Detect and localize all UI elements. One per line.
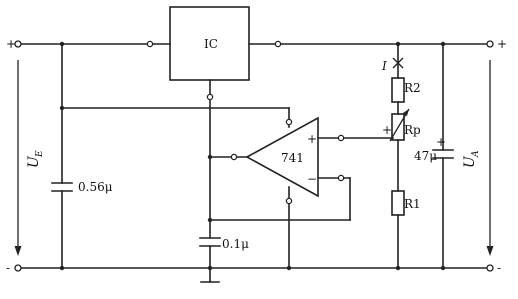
- svg-text:A: A: [471, 150, 481, 158]
- potentiometer-rp: [391, 113, 405, 141]
- input-plus-label: +: [6, 37, 16, 51]
- connection-points: [146, 40, 345, 205]
- bypass-capacitor: [199, 237, 221, 247]
- input-capacitor-label: 0.56μ: [78, 180, 113, 194]
- opamp-label: 741: [281, 151, 304, 165]
- input-capacitor: [51, 182, 73, 192]
- wires: [17, 43, 491, 283]
- potentiometer-rp-label: Rp: [404, 123, 421, 137]
- svg-text:U: U: [26, 155, 42, 168]
- current-label: I: [381, 59, 387, 73]
- resistor-r2-label: R2: [404, 81, 421, 95]
- opamp-minus-sign: −: [307, 172, 317, 186]
- input-terminal-positive: [14, 40, 22, 48]
- output-capacitor: [432, 149, 454, 159]
- input-terminal-negative: [14, 264, 22, 272]
- ic-label: IC: [204, 37, 218, 51]
- ic-block: [169, 6, 250, 81]
- output-capacitor-polarity: +: [436, 135, 446, 149]
- output-plus-label: +: [497, 37, 507, 51]
- output-terminal-positive: [486, 40, 494, 48]
- resistor-r1: [391, 190, 405, 216]
- opamp-plus-sign: +: [307, 132, 317, 146]
- potentiometer-rp-arrowhead: [403, 109, 409, 116]
- resistor-r1-label: R1: [404, 197, 421, 211]
- output-terminal-negative: [486, 264, 494, 272]
- junction-dots: [59, 41, 446, 271]
- output-capacitor-label: 47μ: [414, 149, 437, 163]
- output-voltage-label: U A: [462, 150, 481, 168]
- output-minus-label: -: [497, 261, 501, 275]
- svg-text:E: E: [35, 150, 45, 158]
- potentiometer-rp-plus: +: [382, 123, 392, 137]
- resistor-r2: [391, 77, 405, 103]
- svg-text:U: U: [462, 155, 478, 168]
- input-minus-label: -: [6, 261, 10, 275]
- input-voltage-label: U E: [26, 150, 45, 168]
- current-marker-icon: [392, 57, 404, 69]
- output-voltage-arrow: [486, 60, 494, 256]
- opamp-triangle: [245, 116, 319, 198]
- bypass-capacitor-label: 0.1μ: [222, 237, 249, 251]
- input-voltage-arrow: [14, 60, 22, 256]
